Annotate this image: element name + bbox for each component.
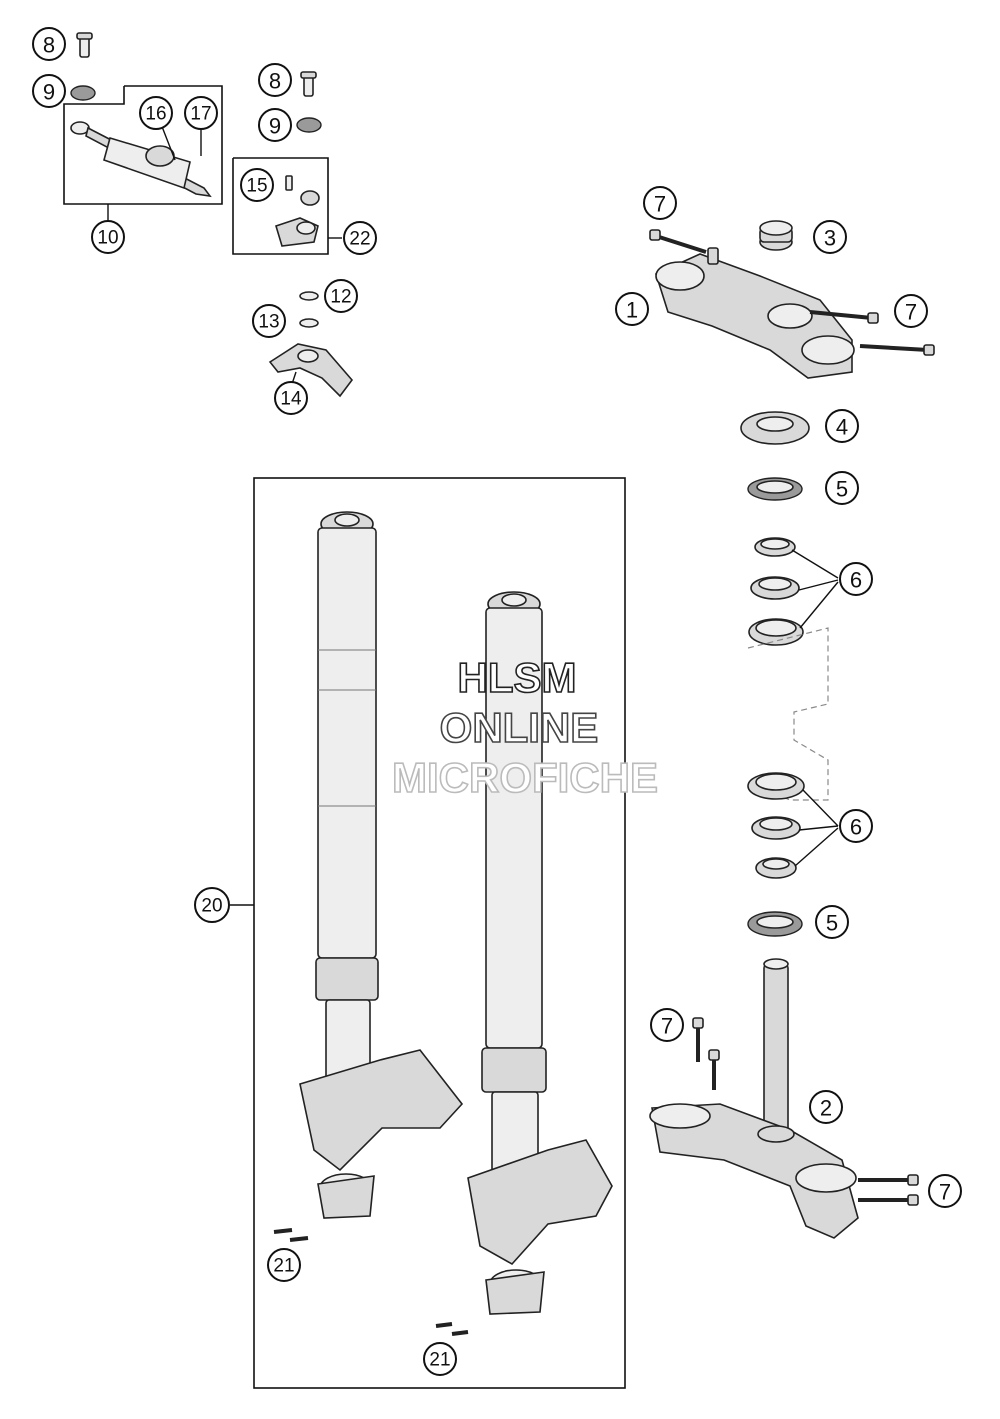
callout-22: 22: [343, 221, 377, 255]
svg-text:7: 7: [654, 192, 666, 217]
callout-1: 1: [615, 292, 649, 326]
svg-text:5: 5: [826, 911, 838, 936]
svg-text:8: 8: [43, 33, 55, 58]
callout-7-lower-right: 7: [928, 1174, 962, 1208]
seal-ring-5-lower: [747, 911, 803, 937]
washer-13: [299, 318, 319, 328]
svg-text:21: 21: [273, 1256, 294, 1277]
callout-5-upper: 5: [825, 471, 859, 505]
dust-seal: [740, 411, 810, 445]
callout-10: 10: [91, 220, 125, 254]
svg-text:7: 7: [905, 300, 917, 325]
svg-text:21: 21: [429, 1350, 450, 1371]
watermark-line-3: MICROFICHE: [392, 754, 658, 801]
watermark-line-2: ONLINE: [440, 704, 599, 751]
svg-text:15: 15: [246, 176, 267, 197]
svg-text:6: 6: [850, 815, 862, 840]
steering-damper: [70, 121, 212, 198]
callout-17: 17: [184, 96, 218, 130]
watermark-line-1: HLSM: [458, 654, 577, 701]
svg-text:20: 20: [201, 896, 222, 917]
svg-text:22: 22: [349, 229, 370, 250]
callout-7-upper-left: 7: [643, 186, 677, 220]
cap-9-left: [70, 85, 96, 101]
callout-9-left: 9: [32, 74, 66, 108]
bolt-7-lower-vertical: [692, 1017, 720, 1090]
screw-8-right: [300, 71, 317, 97]
callout-21-right: 21: [423, 1342, 457, 1376]
bolt-7-lower-horizontal: [858, 1174, 919, 1206]
svg-text:9: 9: [43, 80, 55, 105]
callout-21-left: 21: [267, 1248, 301, 1282]
callout-13: 13: [252, 304, 286, 338]
damper-bracket: [268, 343, 354, 398]
clamp-frame: [232, 157, 329, 255]
callout-12: 12: [324, 279, 358, 313]
seal-ring-5-upper: [747, 477, 803, 501]
svg-text:10: 10: [97, 228, 118, 249]
fork-leg-left: [299, 511, 464, 1219]
svg-text:5: 5: [836, 477, 848, 502]
screw-8-left: [76, 32, 93, 58]
svg-text:12: 12: [330, 287, 351, 308]
callout-2: 2: [809, 1090, 843, 1124]
callout-6-upper: 6: [839, 562, 873, 596]
steering-nut: [759, 220, 793, 251]
callout-6-lower: 6: [839, 809, 873, 843]
svg-text:1: 1: [626, 298, 638, 323]
fork-leg-right: [467, 591, 613, 1315]
callout-9-right: 9: [258, 108, 292, 142]
steering-damper-group: [63, 32, 354, 398]
svg-text:17: 17: [190, 104, 211, 125]
watermark: HLSM ONLINE MICROFICHE: [391, 653, 659, 802]
callout-7-upper-right: 7: [894, 294, 928, 328]
bearing-6-lower: [747, 772, 805, 879]
svg-text:16: 16: [145, 104, 166, 125]
upper-triple-clamp: [655, 247, 855, 379]
callout-7-lower-left: 7: [650, 1008, 684, 1042]
screws-21-right: [435, 1322, 469, 1336]
lower-triple-clamp-stem: [649, 958, 859, 1239]
callout-14: 14: [274, 381, 308, 415]
washer-12: [299, 291, 319, 301]
svg-text:7: 7: [939, 1180, 951, 1205]
callout-8-right: 8: [258, 63, 292, 97]
triple-clamp-group: [649, 220, 935, 1239]
callout-3: 3: [813, 220, 847, 254]
cap-9-right: [296, 117, 322, 133]
callout-20: 20: [194, 887, 230, 923]
svg-text:6: 6: [850, 568, 862, 593]
bolt-7-upper-b: [809, 310, 879, 324]
bolt-7-upper-c: [859, 344, 935, 356]
svg-text:9: 9: [269, 114, 281, 139]
callout-16: 16: [139, 96, 173, 130]
callout-4: 4: [825, 409, 859, 443]
svg-text:14: 14: [280, 389, 302, 410]
callout-5-lower: 5: [815, 905, 849, 939]
fork-group-frame: [253, 477, 626, 1389]
svg-text:13: 13: [258, 312, 279, 333]
callout-15: 15: [240, 168, 274, 202]
bearing-6-upper: [748, 537, 804, 646]
svg-text:2: 2: [820, 1096, 832, 1121]
callout-8-left: 8: [32, 27, 66, 61]
bolt-7-upper-a: [649, 229, 707, 254]
svg-text:4: 4: [836, 415, 848, 440]
damper-frame: [63, 85, 223, 205]
screws-21-left: [273, 1228, 309, 1242]
head-tube-outline: [747, 627, 829, 801]
damper-clamp: [275, 175, 320, 247]
svg-text:3: 3: [824, 226, 836, 251]
svg-text:8: 8: [269, 69, 281, 94]
svg-text:7: 7: [661, 1014, 673, 1039]
